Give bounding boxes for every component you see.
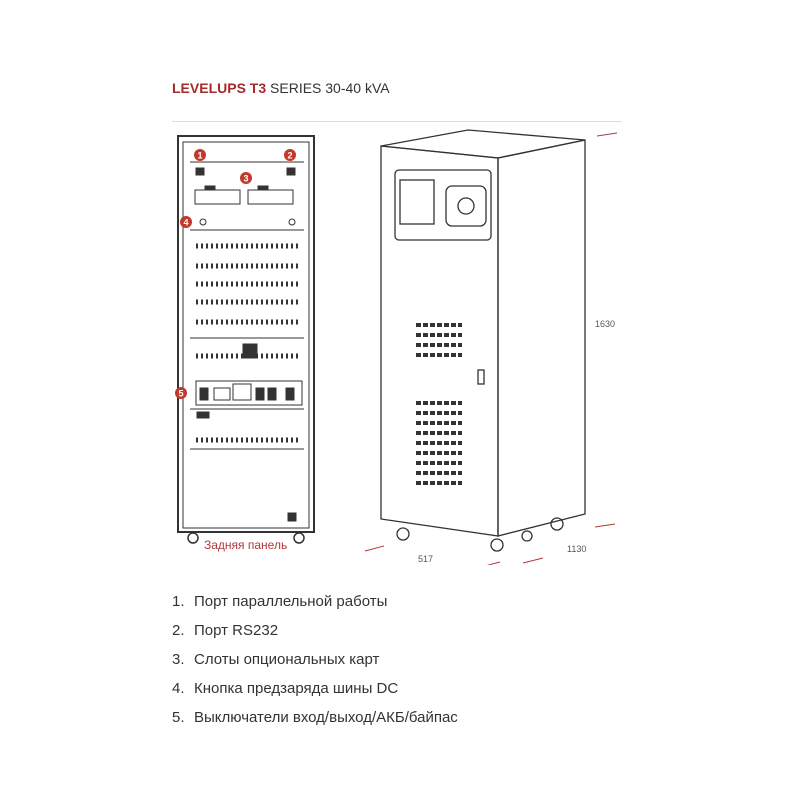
svg-text:2: 2 xyxy=(287,151,292,161)
marker-1: 1 xyxy=(194,149,206,161)
dimension-depth: 1130 xyxy=(567,544,586,554)
marker-3: 3 xyxy=(240,172,252,184)
header-divider xyxy=(172,121,622,122)
product-title: LEVELUPS T3 SERIES 30-40 kVA xyxy=(172,80,390,96)
dimension-height: 1630 xyxy=(595,319,615,329)
list-item: 1.Порт параллельной работы xyxy=(172,593,388,610)
list-item: 4.Кнопка предзаряда шины DC xyxy=(172,680,399,697)
marker-4: 4 xyxy=(180,216,192,228)
dimension-width: 517 xyxy=(418,554,433,564)
marker-5: 5 xyxy=(175,387,187,399)
list-item: 5.Выключатели вход/выход/АКБ/байпас xyxy=(172,709,458,726)
list-item: 2.Порт RS232 xyxy=(172,622,279,639)
svg-text:5: 5 xyxy=(178,389,183,399)
front-view-drawing xyxy=(380,129,586,552)
dimension-lines xyxy=(364,132,618,565)
list-item: 3.Слоты опциональных карт xyxy=(172,651,380,668)
svg-text:1: 1 xyxy=(197,151,202,161)
svg-text:3: 3 xyxy=(243,174,248,184)
marker-2: 2 xyxy=(284,149,296,161)
feature-list: 1.Порт параллельной работы 2.Порт RS232 … xyxy=(172,587,458,732)
rear-panel-drawing xyxy=(177,135,315,544)
brand-name: LEVELUPS T3 xyxy=(172,80,267,96)
svg-text:4: 4 xyxy=(183,218,188,228)
series-label: SERIES 30-40 kVA xyxy=(270,80,390,96)
ups-cabinet-illustration: 1 2 3 4 5 Задняя панель xyxy=(175,129,618,565)
rear-panel-caption: Задняя панель xyxy=(204,538,287,552)
